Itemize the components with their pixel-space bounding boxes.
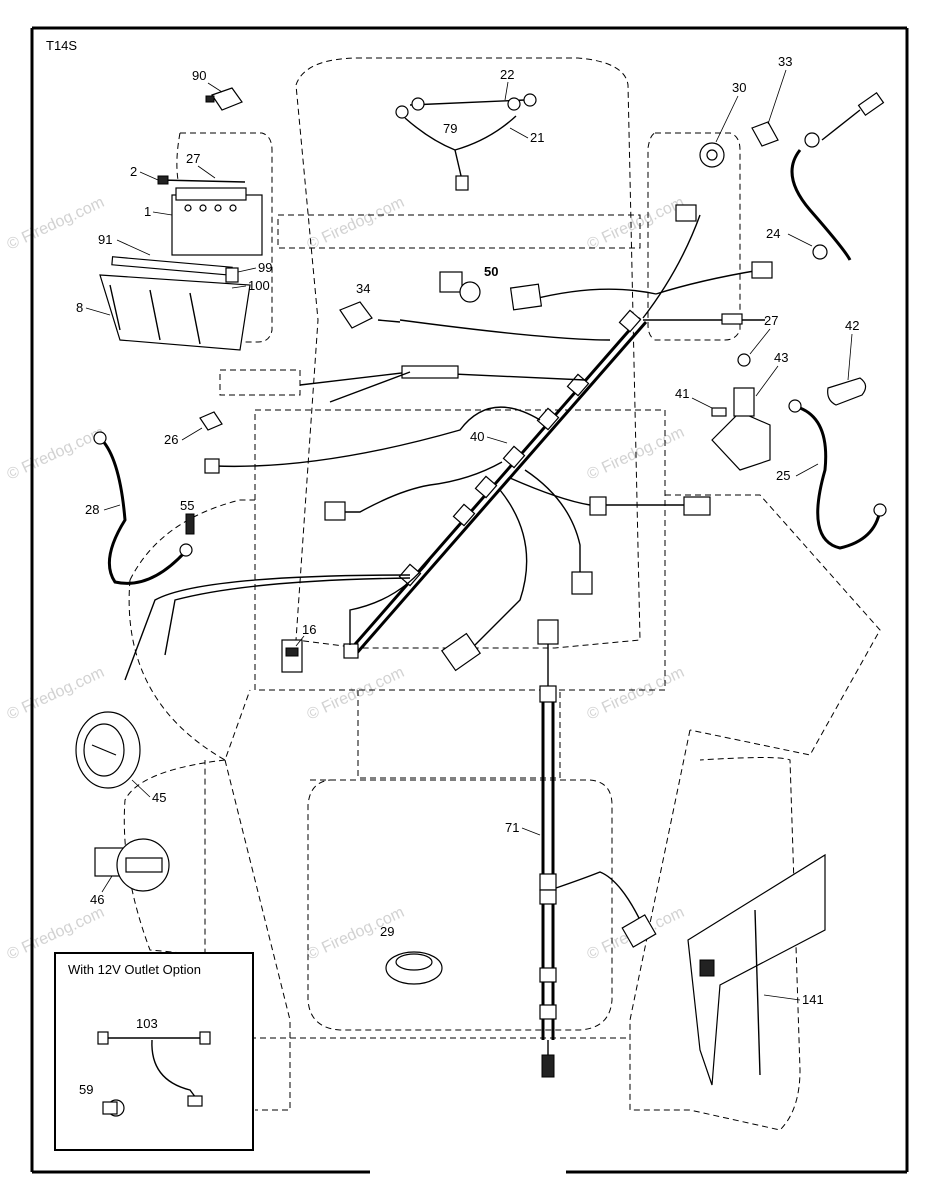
ignition-key: 33 [751,54,792,147]
headlight-harness: 22 79 21 [395,67,544,191]
bolt-55: 55 [180,498,195,535]
part-label-27: 27 [186,151,200,166]
watermark: © Firedog.com [585,664,687,724]
solenoid: 27 43 41 [675,313,788,471]
part-label-27: 27 [764,313,778,328]
watermark: © Firedog.com [5,194,107,254]
connector-16: 16 [281,622,316,673]
watermark: © Firedog.com [305,194,407,254]
battery-tray [99,274,251,351]
part-label-46: 46 [90,892,104,907]
part-label-40: 40 [470,429,484,444]
part-26: 26 [164,411,223,447]
part-label-43: 43 [774,350,788,365]
part-label-141: 141 [802,992,824,1007]
part-label-2: 2 [130,164,137,179]
part-29: 29 [380,924,443,985]
cable-28: 28 [85,431,193,585]
part-label-28: 28 [85,502,99,517]
part-label-34: 34 [356,281,370,296]
part-label-59: 59 [79,1082,93,1097]
part-label-41: 41 [675,386,689,401]
part-50: 50 [439,264,498,303]
drawing-frame [30,26,909,1174]
part-label-26: 26 [164,432,178,447]
hour-meter-46: 46 [90,838,170,907]
part-label-21: 21 [530,130,544,145]
part-label-42: 42 [845,318,859,333]
part-label-22: 22 [500,67,514,82]
part-label-29: 29 [380,924,394,939]
part-label-1: 1 [144,204,151,219]
battery [171,194,263,256]
part-label-100: 100 [248,278,270,293]
part-label-55: 55 [180,498,194,513]
part-label-30: 30 [732,80,746,95]
part-label-16: 16 [302,622,316,637]
bolt [225,267,239,283]
part-label-79: 79 [443,121,457,136]
cable-25: 25 [776,399,887,550]
harness-71: 71 [505,619,657,1078]
inset-12v-outlet-option: With 12V Outlet Option 103 59 [54,952,254,1151]
main-wire-harness: 40 [124,204,773,681]
part-label-50: 50 [484,264,498,279]
watermark: © Firedog.com [305,664,407,724]
part-label-45: 45 [152,790,166,805]
watermark: © Firedog.com [5,664,107,724]
diagram-code: T14S [46,38,77,53]
ignition-switch: 30 [699,80,746,168]
cable-24: 24 [766,91,885,261]
watermark: © Firedog.com [5,424,107,484]
part-90: 90 [192,68,243,111]
terminal-boot: 42 [827,318,867,406]
tractor-outline [123,57,881,1131]
battery-strap [111,256,233,276]
gauge-45: 45 [75,711,166,805]
inset-title: With 12V Outlet Option [68,962,201,977]
switch-34: 34 [339,281,401,329]
part-label-8: 8 [76,300,83,315]
part-label-33: 33 [778,54,792,69]
bracket-141: 141 [687,853,826,1086]
part-label-24: 24 [766,226,780,241]
part-label-90: 90 [192,68,206,83]
part-label-99: 99 [258,260,272,275]
part-label-25: 25 [776,468,790,483]
connector-block [509,283,543,311]
part-label-103: 103 [136,1016,158,1031]
battery-assembly: 2 27 1 91 99 100 8 [76,151,272,351]
part-label-91: 91 [98,232,112,247]
watermark: © Firedog.com [585,194,687,254]
part-label-71: 71 [505,820,519,835]
